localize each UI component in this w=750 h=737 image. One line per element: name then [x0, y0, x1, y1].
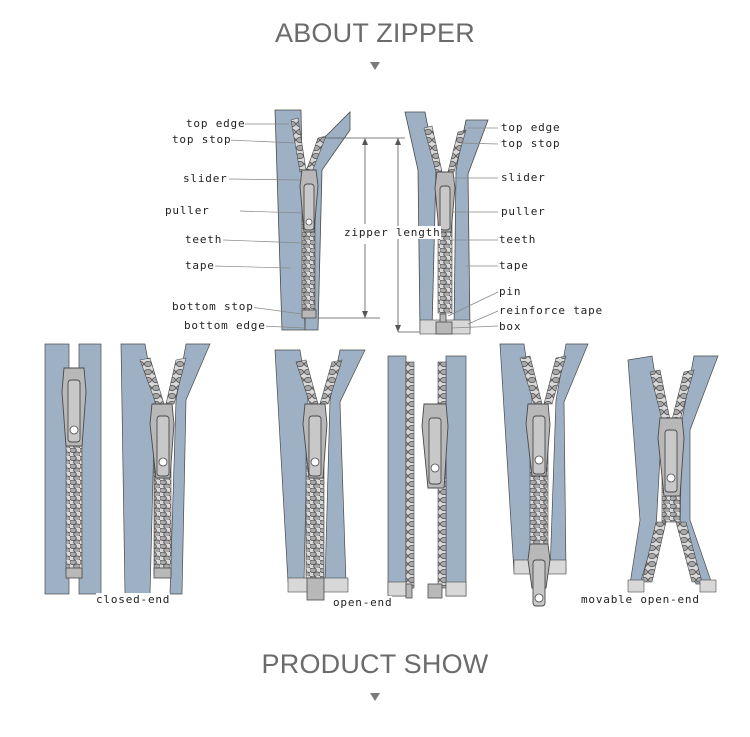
product-open-end-partial	[274, 349, 366, 601]
about-zipper-heading: ABOUT ZIPPER	[275, 18, 475, 48]
teeth-upper-right	[165, 357, 187, 405]
bottom-stop	[301, 309, 317, 319]
label-puller-right: puller	[501, 205, 546, 218]
pin	[405, 583, 413, 599]
diagram-open-zipper	[404, 111, 489, 335]
puller-hole	[69, 425, 79, 435]
teeth-strip	[405, 361, 415, 589]
label-box: box	[499, 320, 522, 333]
box	[427, 583, 443, 599]
leader-lines-left	[214, 123, 306, 329]
teeth-upper-right	[447, 129, 467, 173]
label-bottom-edge: bottom edge	[184, 319, 266, 332]
product-closed-end-closed	[44, 343, 102, 595]
bottom-stop	[65, 567, 83, 579]
bottom-stop	[153, 567, 172, 579]
puller-hole	[666, 473, 676, 483]
label-slider-left: slider	[183, 172, 228, 185]
puller-hole	[158, 457, 168, 467]
product-movable-open-end-b	[627, 355, 719, 593]
box	[306, 577, 325, 601]
product-open-end-separated	[387, 355, 467, 599]
puller-hole	[310, 457, 320, 467]
label-bottom-stop: bottom stop	[172, 300, 254, 313]
about-arrow-icon	[370, 62, 380, 70]
puller-tab	[532, 559, 546, 607]
label-zipper-length: zipper length	[344, 226, 441, 239]
product-closed-end-open	[120, 343, 211, 595]
label-top-edge-left: top edge	[186, 117, 246, 130]
label-teeth-right: teeth	[499, 233, 537, 246]
reinforce-tape	[699, 579, 717, 593]
teeth-lower-left	[641, 521, 667, 583]
reinforce-tape	[387, 581, 407, 597]
box	[435, 321, 453, 335]
puller-hole	[534, 593, 544, 603]
label-teeth-left: teeth	[185, 233, 223, 246]
puller-tab	[428, 417, 442, 485]
label-tape-right: tape	[499, 259, 529, 272]
product-movable-open-end-a	[499, 343, 589, 607]
tape	[120, 343, 156, 595]
puller-hole	[305, 218, 313, 226]
puller-hole	[534, 455, 544, 465]
puller-tab	[303, 183, 315, 231]
tape	[274, 349, 309, 583]
tape	[387, 355, 407, 597]
label-top-edge-right: top edge	[501, 121, 561, 134]
label-top-stop-right: top stop	[501, 137, 561, 150]
label-pin: pin	[499, 285, 522, 298]
reinforce-tape	[445, 581, 467, 597]
product-arrow-icon	[370, 693, 380, 701]
label-top-stop-left: top stop	[172, 133, 232, 146]
puller-hole	[430, 463, 440, 473]
puller-tab	[308, 415, 322, 477]
teeth-upper-right	[319, 359, 343, 405]
teeth-upper-right	[543, 355, 567, 405]
label-slider-right: slider	[501, 171, 546, 184]
label-movable-open-end: movable open-end	[581, 593, 700, 606]
diagram-closed-zipper	[274, 109, 351, 331]
tape	[445, 355, 467, 597]
label-tape-left: tape	[185, 259, 215, 272]
puller-tab	[532, 415, 546, 475]
puller-tab	[67, 379, 81, 443]
label-reinforce-tape: reinforce tape	[499, 304, 603, 317]
puller-tab	[664, 429, 678, 493]
label-puller-left: puller	[165, 204, 210, 217]
puller-tab	[439, 185, 451, 231]
label-closed-end: closed-end	[96, 593, 171, 606]
leader-lines-right	[447, 127, 499, 329]
product-show-heading: PRODUCT SHOW	[261, 649, 489, 679]
puller-tab	[156, 415, 170, 477]
label-open-end: open-end	[333, 596, 393, 609]
reinforce-tape	[627, 579, 645, 593]
